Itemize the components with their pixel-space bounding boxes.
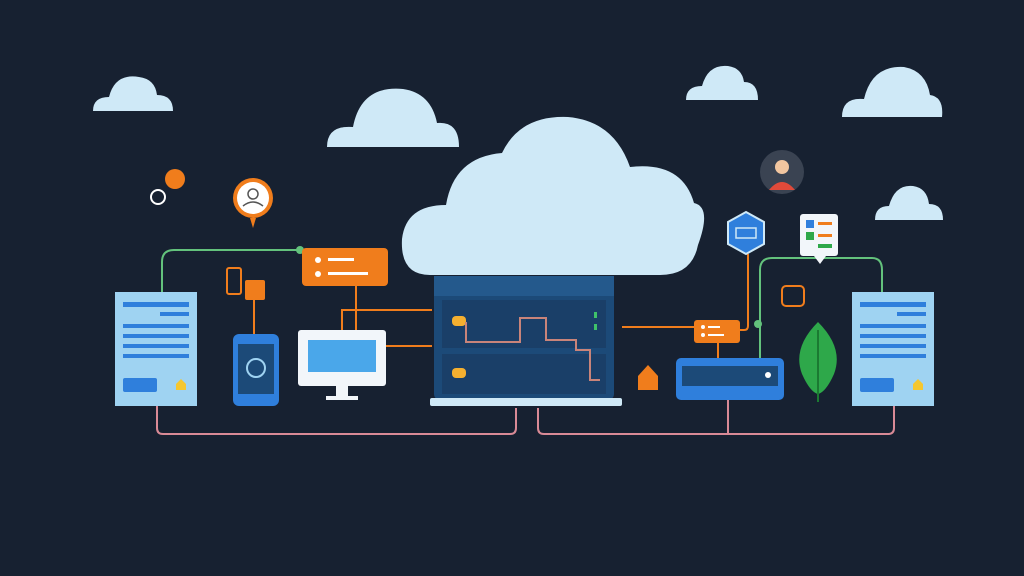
chat-bubble-icon xyxy=(800,214,838,264)
monitor-icon xyxy=(298,330,386,400)
user-avatar-icon xyxy=(760,150,804,194)
router-icon xyxy=(676,358,784,400)
network-links xyxy=(156,249,895,435)
home-icon xyxy=(638,365,658,390)
shield-icon xyxy=(727,210,765,256)
main-cloud-icon xyxy=(401,116,705,276)
link-node xyxy=(754,320,762,328)
smartphone-icon xyxy=(233,334,279,406)
key-icon xyxy=(150,169,185,205)
hub-server-icon xyxy=(430,276,622,406)
cloud-icon xyxy=(327,88,459,147)
server-icon-left xyxy=(115,292,197,406)
camera-icon xyxy=(781,285,805,307)
cloud-icon xyxy=(875,185,943,220)
leaf-icon xyxy=(799,322,837,402)
server-icon-right xyxy=(852,292,934,406)
cloud-icon xyxy=(93,76,173,111)
lock-icon xyxy=(245,280,265,300)
cloud-icon xyxy=(686,65,758,100)
chat-bubble-icon xyxy=(694,320,740,343)
chat-bubble-icon xyxy=(302,248,388,286)
cloud-icon xyxy=(842,66,943,117)
small-phone-icon xyxy=(226,267,242,295)
location-pin-icon xyxy=(233,178,273,228)
